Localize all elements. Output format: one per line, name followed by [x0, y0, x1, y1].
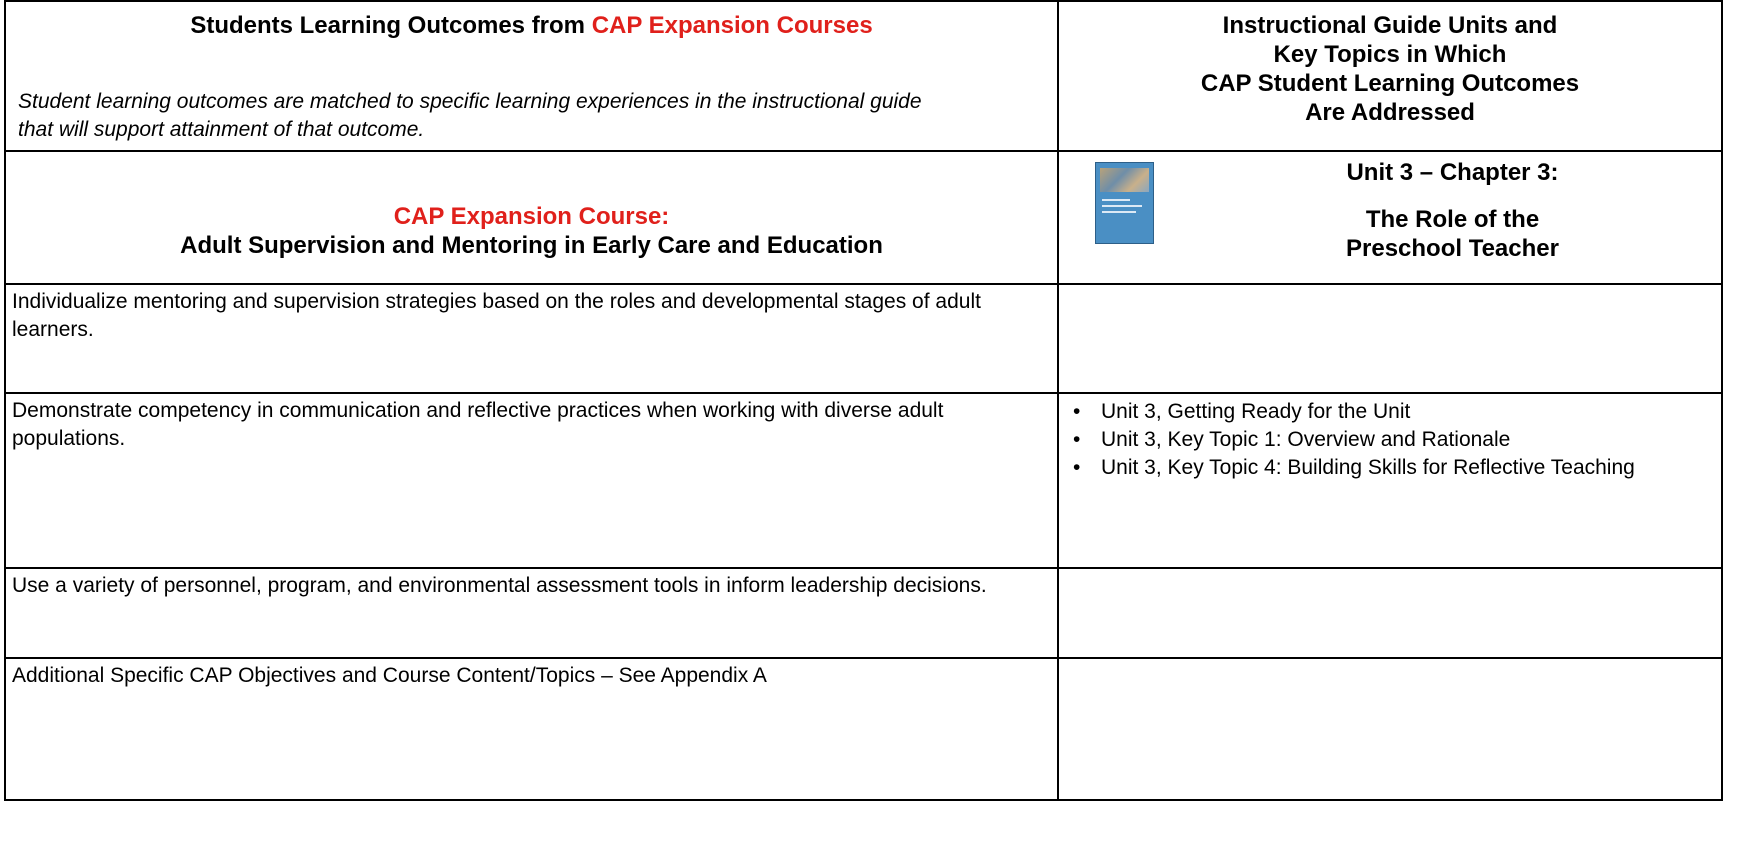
- header-right-cell: Instructional Guide Units and Key Topics…: [1057, 0, 1723, 152]
- unit-heading: Unit 3 – Chapter 3:: [1346, 159, 1559, 186]
- guide-cover-thumbnail: [1095, 162, 1154, 244]
- outcomes-table: Students Learning Outcomes from CAP Expa…: [4, 0, 1723, 801]
- right-column-title: Instructional Guide Units and Key Topics…: [1059, 11, 1721, 127]
- topics-cell: [1057, 283, 1723, 394]
- header-left-cell: Students Learning Outcomes from CAP Expa…: [4, 0, 1059, 152]
- left-column-title: Students Learning Outcomes from CAP Expa…: [6, 11, 1057, 40]
- outcome-text: Use a variety of personnel, program, and…: [12, 574, 987, 597]
- course-label: CAP Expansion Course:: [393, 203, 670, 230]
- topics-cell: [1057, 657, 1723, 801]
- topic-item: Unit 3, Getting Ready for the Unit: [1059, 398, 1711, 426]
- topics-cell: [1057, 567, 1723, 659]
- unit-cell: Unit 3 – Chapter 3: The Role of the Pres…: [1057, 150, 1723, 285]
- left-title-highlight: CAP Expansion Courses: [591, 12, 873, 39]
- unit-heading-block: Unit 3 – Chapter 3: The Role of the Pres…: [1184, 158, 1721, 263]
- topic-item: Unit 3, Key Topic 4: Building Skills for…: [1059, 454, 1711, 482]
- right-title-line: Are Addressed: [1305, 99, 1475, 126]
- unit-title-line2: Preschool Teacher: [1346, 235, 1559, 262]
- header-row: Students Learning Outcomes from CAP Expa…: [4, 0, 1723, 152]
- course-row: CAP Expansion Course: Adult Supervision …: [4, 150, 1723, 285]
- right-title-line: Key Topics in Which: [1273, 41, 1507, 68]
- left-title-prefix: Students Learning Outcomes from: [190, 12, 586, 39]
- course-cell: CAP Expansion Course: Adult Supervision …: [4, 150, 1059, 285]
- outcome-row: Use a variety of personnel, program, and…: [4, 567, 1723, 659]
- outcome-cell: Additional Specific CAP Objectives and C…: [4, 657, 1059, 801]
- intro-text: Student learning outcomes are matched to…: [18, 90, 922, 141]
- outcome-row: Individualize mentoring and supervision …: [4, 283, 1723, 394]
- topics-cell: Unit 3, Getting Ready for the Unit Unit …: [1057, 392, 1723, 569]
- outcome-row: Demonstrate competency in communication …: [4, 392, 1723, 569]
- outcome-cell: Demonstrate competency in communication …: [4, 392, 1059, 569]
- topics-list: Unit 3, Getting Ready for the Unit Unit …: [1059, 398, 1721, 482]
- course-name: Adult Supervision and Mentoring in Early…: [180, 232, 883, 259]
- outcome-text: Additional Specific CAP Objectives and C…: [12, 664, 767, 687]
- topic-item: Unit 3, Key Topic 1: Overview and Ration…: [1059, 426, 1711, 454]
- outcome-text: Individualize mentoring and supervision …: [12, 290, 981, 341]
- outcome-cell: Individualize mentoring and supervision …: [4, 283, 1059, 394]
- right-title-line: Instructional Guide Units and: [1222, 12, 1558, 39]
- unit-title-line1: The Role of the: [1365, 206, 1540, 233]
- outcome-row: Additional Specific CAP Objectives and C…: [4, 657, 1723, 801]
- outcome-cell: Use a variety of personnel, program, and…: [4, 567, 1059, 659]
- right-title-line: CAP Student Learning Outcomes: [1200, 70, 1580, 97]
- outcome-text: Demonstrate competency in communication …: [12, 399, 944, 450]
